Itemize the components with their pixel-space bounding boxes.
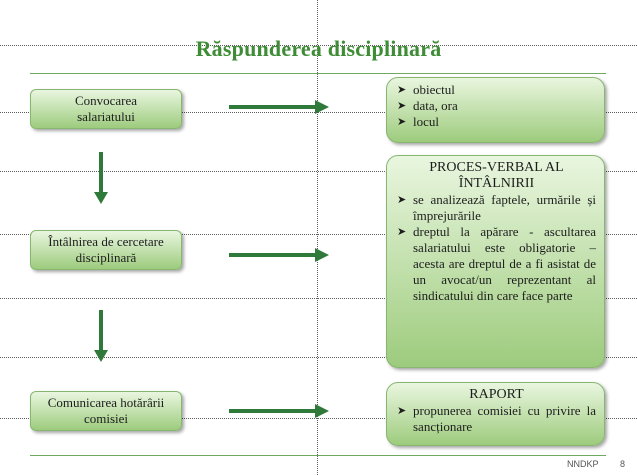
- flow-step-label: Comunicarea hotărârii comisiei: [47, 395, 165, 426]
- list-item-text: obiectul: [413, 82, 455, 97]
- arrowhead-bullet-icon: ➤: [397, 100, 407, 112]
- arrowhead-bullet-icon: ➤: [397, 226, 407, 238]
- slide-title: Răspunderea disciplinară: [195, 36, 442, 61]
- footer-divider: [30, 455, 606, 456]
- proces-verbal-box: PROCES-VERBAL AL ÎNTÂLNIRII ➤ se analize…: [386, 155, 605, 368]
- guide-line-horizontal: [0, 171, 637, 172]
- list-item: ➤ se analizează faptele, urmările și împ…: [397, 192, 596, 224]
- flow-step-label: Întâlnirea de cercetare disciplinară: [48, 234, 164, 265]
- list-item: ➤ propunerea comisiei cu privire la sanc…: [397, 403, 596, 435]
- convocare-details-box: ➤ obiectul ➤ data, ora ➤ locul: [386, 77, 605, 143]
- flow-step-convocare[interactable]: Convocarea salariatului: [30, 89, 182, 129]
- page-number: 8: [620, 459, 626, 469]
- list-item: ➤ obiectul: [397, 82, 596, 98]
- arrowhead-bullet-icon: ➤: [397, 194, 407, 206]
- raport-box: RAPORT ➤ propunerea comisiei cu privire …: [386, 382, 605, 446]
- list-item: ➤ locul: [397, 114, 596, 130]
- flow-step-label: Convocarea salariatului: [74, 93, 138, 124]
- guide-line-horizontal: [0, 112, 637, 113]
- right-arrow-icon: [229, 404, 329, 418]
- list-item-text: propunerea comisiei cu privire la sancți…: [413, 403, 596, 434]
- guide-line-horizontal: [0, 298, 637, 299]
- arrowhead-bullet-icon: ➤: [397, 405, 407, 417]
- guide-line-vertical: [317, 0, 318, 475]
- list-item-text: dreptul la apărare - ascultarea salariat…: [413, 224, 596, 303]
- right-arrow-icon: [229, 100, 329, 114]
- list-item-text: se analizează faptele, urmările și împre…: [413, 192, 596, 223]
- footer-brand: NNDKP: [567, 459, 599, 469]
- box-heading: PROCES-VERBAL AL ÎNTÂLNIRII: [429, 160, 564, 191]
- arrowhead-bullet-icon: ➤: [397, 84, 407, 96]
- list-item: ➤ dreptul la apărare - ascultarea salari…: [397, 224, 596, 304]
- title-divider: [30, 73, 606, 74]
- right-arrow-icon: [229, 248, 329, 262]
- guide-line-horizontal: [0, 234, 637, 235]
- box-heading: RAPORT: [469, 387, 524, 402]
- list-item-text: data, ora: [413, 98, 458, 113]
- down-arrow-icon: [94, 310, 108, 362]
- guide-line-horizontal: [0, 357, 637, 358]
- list-item: ➤ data, ora: [397, 98, 596, 114]
- guide-line-horizontal: [0, 418, 637, 419]
- list-item-text: locul: [413, 114, 439, 129]
- flow-step-comunicare[interactable]: Comunicarea hotărârii comisiei: [30, 391, 182, 431]
- guide-line-horizontal: [0, 45, 637, 46]
- down-arrow-icon: [94, 152, 108, 204]
- flow-step-intalnire[interactable]: Întâlnirea de cercetare disciplinară: [30, 230, 182, 270]
- arrowhead-bullet-icon: ➤: [397, 116, 407, 128]
